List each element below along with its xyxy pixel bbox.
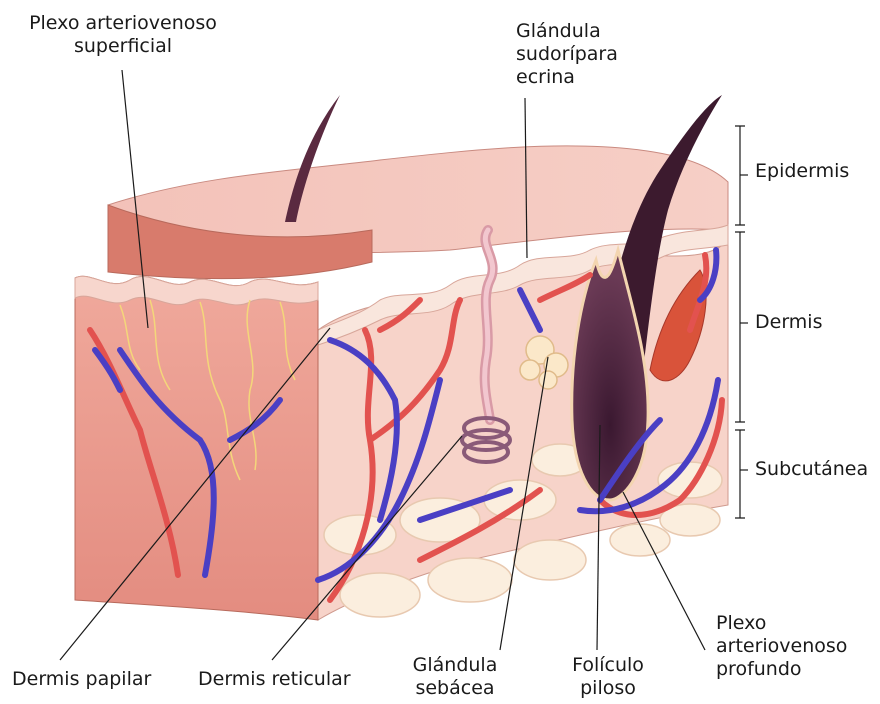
- front-face: [75, 276, 318, 620]
- label-glandula-sudoripara: Glándula sudorípara ecrina: [516, 20, 618, 89]
- label-epidermis: Epidermis: [755, 160, 849, 183]
- label-dermis-papilar: Dermis papilar: [12, 668, 151, 691]
- label-glandula-sebacea: Glándula sebácea: [400, 654, 510, 700]
- label-plexo-superficial: Plexo arteriovenoso superficial: [18, 12, 228, 58]
- label-subcutanea: Subcutánea: [755, 458, 868, 481]
- label-plexo-profundo: Plexo arteriovenoso profundo: [716, 612, 847, 681]
- label-dermis: Dermis: [755, 311, 822, 334]
- label-dermis-reticular: Dermis reticular: [198, 668, 351, 691]
- label-foliculo-piloso: Folículo piloso: [558, 654, 658, 700]
- layer-brackets: [735, 126, 748, 518]
